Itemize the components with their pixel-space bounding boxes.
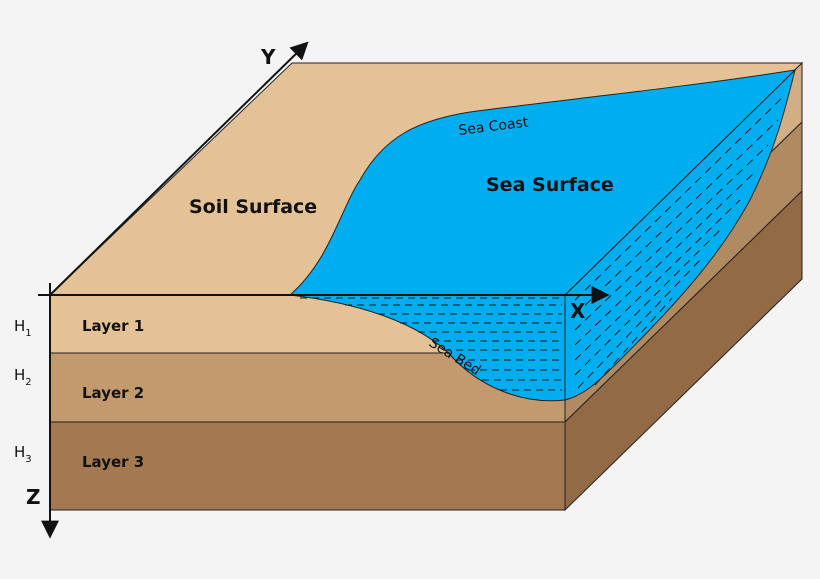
layer-1-label: Layer 1 [82, 317, 144, 335]
y-axis [49, 41, 309, 296]
sea-surface-top [288, 69, 797, 296]
sea-front-hatching [300, 297, 562, 391]
layer-3-label: Layer 3 [82, 453, 144, 471]
thickness-h1-label: H1 [14, 317, 32, 339]
thickness-h3-label: H3 [14, 443, 32, 465]
layer-2-label: Layer 2 [82, 384, 144, 402]
z-axis-label: Z [26, 485, 41, 509]
sea-surface-label: Sea Surface [486, 174, 614, 196]
layer-3-side [564, 189, 803, 512]
x-axis-label: X [570, 299, 586, 323]
y-axis-label: Y [260, 45, 276, 69]
thickness-h2-label: H2 [14, 366, 32, 388]
hidden-edges [564, 69, 796, 400]
layer-3-front [49, 421, 566, 511]
soil-surface-label: Soil Surface [189, 196, 317, 218]
